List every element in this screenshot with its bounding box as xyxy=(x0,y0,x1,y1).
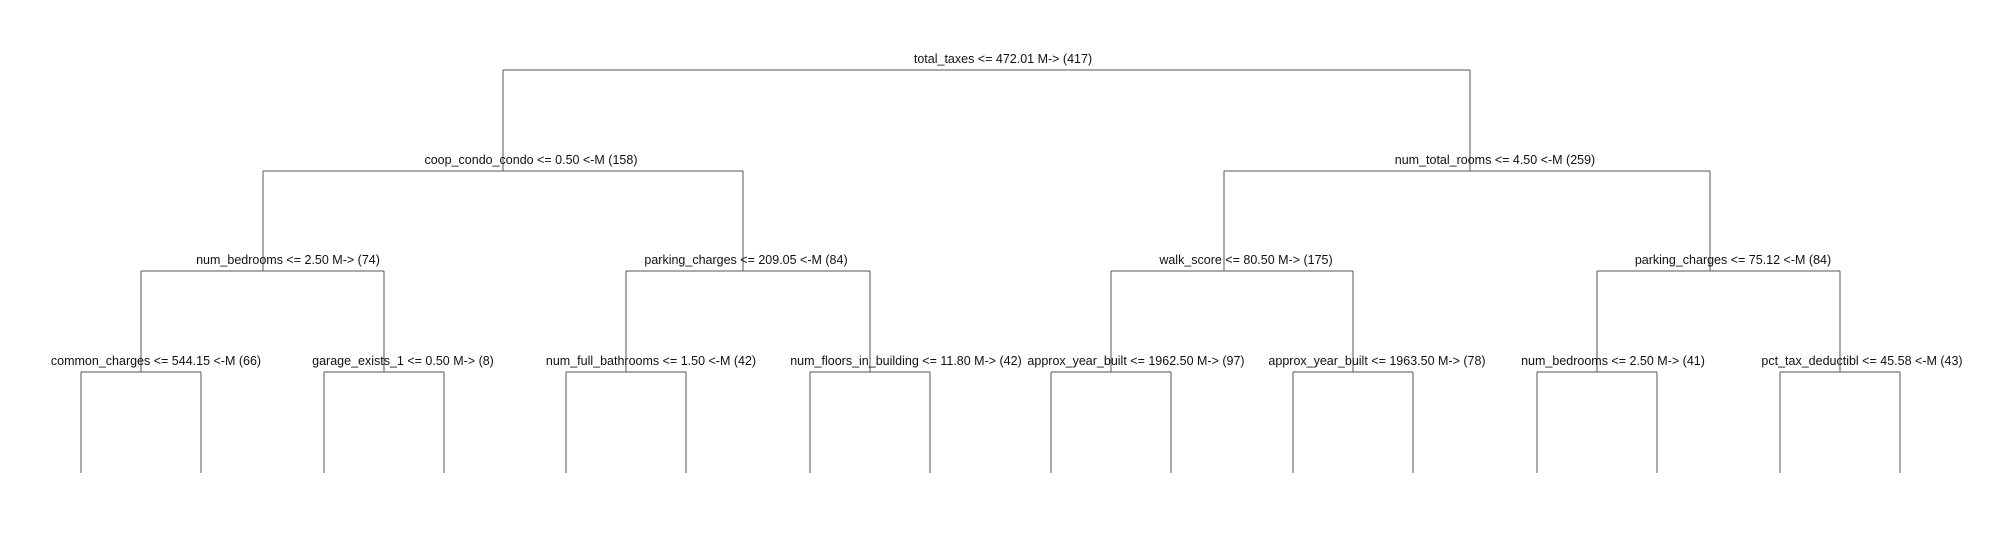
node-label-n14: pct_tax_deductibl <= 45.58 <-M (43) xyxy=(1761,354,1962,368)
node-label-n5: walk_score <= 80.50 M-> (175) xyxy=(1158,253,1332,267)
node-label-n7: common_charges <= 544.15 <-M (66) xyxy=(51,354,261,368)
node-label-n13: num_bedrooms <= 2.50 M-> (41) xyxy=(1521,354,1705,368)
node-label-n6: parking_charges <= 75.12 <-M (84) xyxy=(1635,253,1831,267)
tree-edges xyxy=(80,69,1901,473)
node-label-n1: coop_condo_condo <= 0.50 <-M (158) xyxy=(424,153,637,167)
node-label-n10: num_floors_in_building <= 11.80 M-> (42) xyxy=(790,354,1022,368)
node-label-n4: parking_charges <= 209.05 <-M (84) xyxy=(644,253,847,267)
node-label-n8: garage_exists_1 <= 0.50 M-> (8) xyxy=(312,354,494,368)
node-label-n3: num_bedrooms <= 2.50 M-> (74) xyxy=(196,253,380,267)
node-label-n9: num_full_bathrooms <= 1.50 <-M (42) xyxy=(546,354,756,368)
tree-node-labels: total_taxes <= 472.01 M-> (417) coop_con… xyxy=(51,52,1963,368)
node-label-n2: num_total_rooms <= 4.50 <-M (259) xyxy=(1395,153,1595,167)
node-label-n0: total_taxes <= 472.01 M-> (417) xyxy=(914,52,1092,66)
node-label-n11: approx_year_built <= 1962.50 M-> (97) xyxy=(1027,354,1244,368)
node-label-n12: approx_year_built <= 1963.50 M-> (78) xyxy=(1268,354,1485,368)
